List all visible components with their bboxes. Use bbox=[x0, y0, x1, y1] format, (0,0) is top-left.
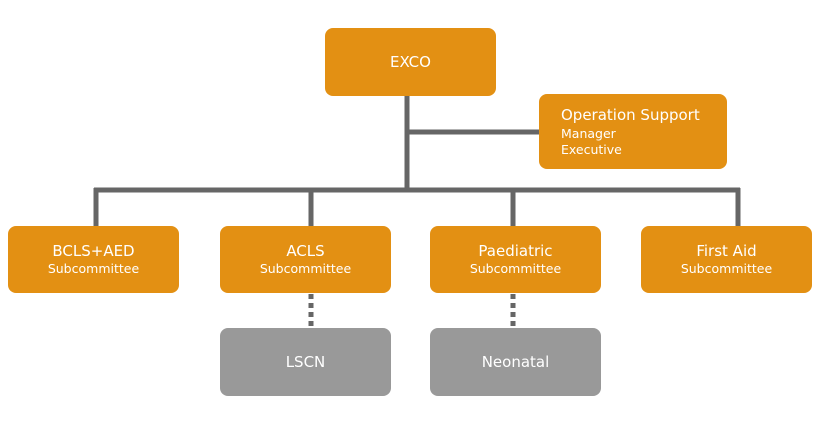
exco-box: EXCO bbox=[325, 28, 496, 96]
acls-subcommittee-box: ACLS Subcommittee bbox=[220, 226, 391, 293]
bcls-aed-subcommittee-box: BCLS+AED Subcommittee bbox=[8, 226, 179, 293]
operation-support-title: Operation Support bbox=[561, 105, 700, 124]
first-aid-subtitle: Subcommittee bbox=[680, 261, 773, 276]
operation-support-box: Operation Support Manager Executive bbox=[539, 94, 727, 169]
paediatric-subtitle: Subcommittee bbox=[469, 261, 562, 276]
lscn-label: LSCN bbox=[285, 352, 326, 371]
first-aid-subcommittee-box: First Aid Subcommittee bbox=[641, 226, 812, 293]
lscn-box: LSCN bbox=[220, 328, 391, 396]
paediatric-title: Paediatric bbox=[478, 242, 553, 260]
exco-label: EXCO bbox=[390, 52, 431, 71]
acls-title: ACLS bbox=[286, 242, 325, 260]
first-aid-title: First Aid bbox=[696, 242, 757, 260]
neonatal-box: Neonatal bbox=[430, 328, 601, 396]
bcls-aed-title: BCLS+AED bbox=[52, 242, 135, 260]
bcls-aed-subtitle: Subcommittee bbox=[47, 261, 140, 276]
operation-support-manager: Manager bbox=[561, 125, 616, 141]
paediatric-subcommittee-box: Paediatric Subcommittee bbox=[430, 226, 601, 293]
acls-subtitle: Subcommittee bbox=[259, 261, 352, 276]
neonatal-label: Neonatal bbox=[481, 352, 550, 371]
operation-support-executive: Executive bbox=[561, 141, 622, 157]
